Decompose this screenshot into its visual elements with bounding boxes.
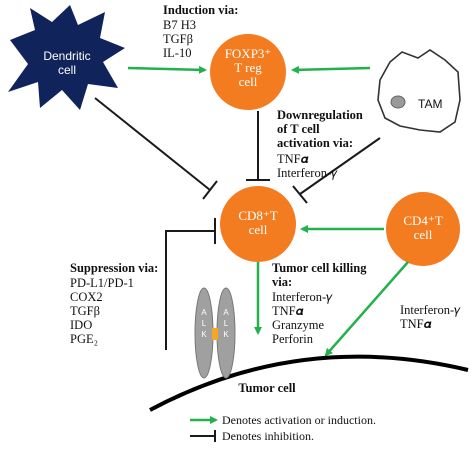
alk-letters-right: A L K (223, 308, 229, 339)
alk-letter-right-2: K (223, 330, 229, 339)
cd8-cell-circle (220, 186, 296, 262)
downregulation-heading-line-0: Downregulation (277, 108, 363, 122)
legend: Denotes activation or induction. Denotes… (190, 413, 376, 443)
killing-item-0: Interferon-𝛾 (272, 290, 333, 304)
killing-item-2: Granzyme (272, 318, 325, 332)
killing-item-3: Perforin (272, 332, 314, 346)
induction-heading: Induction via: (163, 3, 238, 17)
inhibit-tumor-to-cd8 (165, 218, 216, 350)
tam-label: TAM (418, 97, 442, 111)
suppression-item-1: COX2 (70, 290, 103, 304)
dendritic-cell-label-line-1: cell (58, 63, 76, 77)
treg-cell-label-line-0: FOXP3⁺ (225, 46, 272, 61)
alk-letter-left-2: K (201, 330, 207, 339)
downregulation-item-1: Interferon-𝛾 (277, 166, 338, 180)
killing-heading-line-0: Tumor cell killing (272, 261, 367, 275)
legend-activation-label: Denotes activation or induction. (222, 413, 376, 427)
legend-inhibition-symbol (190, 430, 216, 442)
arrow-dc-to-treg (127, 65, 207, 74)
suppression-heading: Suppression via: (70, 261, 158, 275)
cd4-output-annotation: Interferon-𝛾 TNF𝜶 (400, 303, 461, 331)
dendritic-cell-shape (8, 5, 125, 110)
tam-nucleus (390, 95, 406, 109)
inhibit-treg-to-cd8 (246, 111, 270, 181)
alk-receptor: A L K A L K (194, 287, 236, 379)
arrow-cd4-to-tumor (324, 261, 409, 357)
cd4-cell-circle (386, 192, 460, 266)
treg-cell-label-line-2: cell (239, 74, 258, 89)
tumor-cell-label: Tumor cell (238, 381, 296, 395)
tumor-cell-membrane (149, 354, 469, 412)
cd4-output-item-1: TNF𝜶 (400, 317, 433, 331)
cd4-output-item-0: Interferon-𝛾 (400, 303, 461, 317)
inhibit-tam-to-cd8 (292, 137, 381, 204)
induction-item-2: IL-10 (163, 46, 191, 60)
suppression-item-0: PD-L1/PD-1 (70, 276, 134, 290)
induction-item-0: B7 H3 (163, 18, 196, 32)
alk-letter-left-1: L (202, 319, 207, 328)
inhibit-dc-to-cd8 (94, 97, 218, 200)
killing-heading-line-1: via: (272, 275, 292, 289)
induction-annotation: Induction via: B7 H3 TGFβ IL-10 (163, 3, 238, 60)
alk-letter-left-0: A (201, 308, 207, 317)
downregulation-heading-line-1: of T cell (277, 122, 320, 136)
alk-letter-right-0: A (223, 308, 229, 317)
alk-receptor-band (212, 328, 218, 340)
downregulation-item-0: TNF𝜶 (277, 152, 310, 166)
dendritic-cell-label-line-0: Dendritic (43, 49, 90, 63)
legend-inhibition-label: Denotes inhibition. (222, 429, 314, 443)
suppression-item-3: IDO (70, 318, 92, 332)
cd8-cell-label-line-0: CD8⁺T (238, 208, 277, 223)
tam-cell: TAM (377, 49, 461, 133)
suppression-item-2: TGFβ (70, 304, 100, 318)
treg-cell-label-line-1: T reg (234, 60, 262, 75)
tam-shape (377, 49, 461, 133)
alk-letters-left: A L K (201, 308, 207, 339)
suppression-item-4: PGE₂ (70, 332, 98, 346)
arrow-tam-to-treg (291, 65, 371, 74)
cd4-cell-label-line-1: cell (414, 227, 433, 242)
cd8-cell-label-line-1: cell (249, 222, 268, 237)
induction-item-1: TGFβ (163, 32, 193, 46)
killing-item-1: TNF𝜶 (272, 304, 305, 318)
downregulation-heading-line-2: activation via: (277, 136, 353, 150)
alk-letter-right-1: L (224, 319, 229, 328)
treg-cell-circle (210, 34, 286, 110)
cd4-cell-label-line-0: CD4⁺T (403, 213, 442, 228)
suppression-annotation: Suppression via: PD-L1/PD-1 COX2 TGFβ ID… (70, 261, 158, 346)
